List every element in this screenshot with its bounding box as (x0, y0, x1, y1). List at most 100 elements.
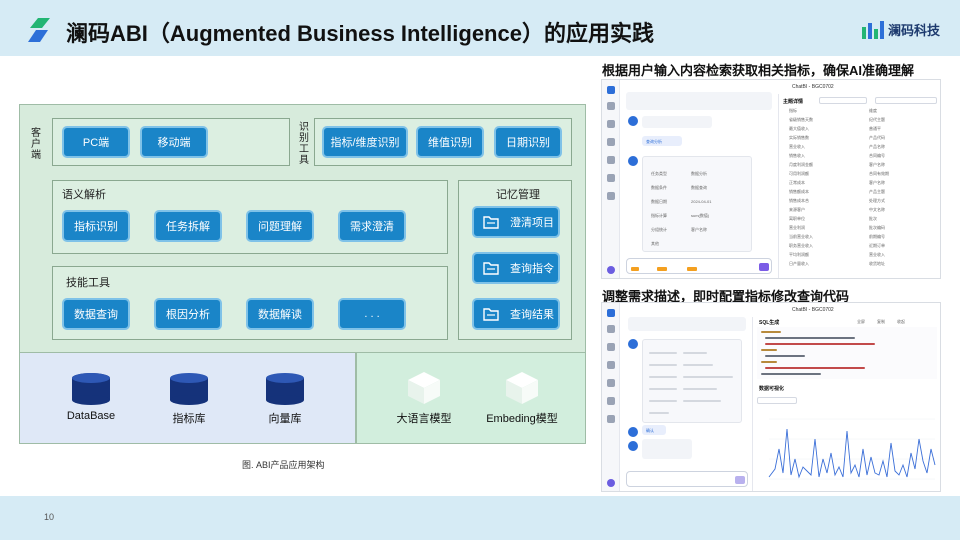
field-value: 客户名称 (691, 227, 707, 232)
list-item[interactable]: 正常成本 (789, 180, 805, 185)
nav-icon[interactable] (607, 325, 615, 333)
user-avatar[interactable] (607, 266, 615, 274)
chat-input[interactable] (626, 258, 772, 274)
question-understanding-button[interactable]: 问题理解 (246, 210, 314, 242)
cube-icon (506, 372, 538, 404)
list-item[interactable]: 收货地址 (869, 261, 885, 266)
list-item[interactable]: 维度 (869, 108, 877, 113)
clarify-requirement-button[interactable]: 需求澄清 (338, 210, 406, 242)
list-item[interactable]: 近期订单 (869, 243, 885, 248)
list-item[interactable]: 营业收入 (789, 144, 805, 149)
nav-icon[interactable] (607, 120, 615, 128)
user-avatar[interactable] (607, 479, 615, 487)
list-item[interactable]: 合同有效期 (869, 171, 889, 176)
list-item[interactable]: 销售成本合 (789, 198, 809, 203)
list-item[interactable]: 实际销售数 (789, 135, 809, 140)
more-skills-button[interactable]: . . . (338, 298, 406, 330)
nav-icon[interactable] (607, 361, 615, 369)
clarify-items-button[interactable]: 澄清项目 (472, 206, 560, 238)
topic-detail-panel: 主题详情 指标省级销售天数最大值收入实际销售数营业收入销售收入月度利润金额可用利… (778, 94, 938, 278)
list-item[interactable]: 省级销售天数 (789, 117, 813, 122)
database-label: DataBase (66, 410, 116, 422)
sql-chart-panel: SQL生成 全屏 复制 收起 数据可视化 (752, 317, 940, 491)
nav-icon[interactable] (607, 102, 615, 110)
list-item[interactable]: 最大值收入 (789, 126, 809, 131)
code-title: SQL生成 (759, 320, 780, 326)
vector-db-label: 向量库 (268, 413, 302, 425)
indicator-recognition-button[interactable]: 指标识别 (62, 210, 130, 242)
chat-input[interactable] (626, 471, 748, 487)
list-item[interactable]: 产品主题 (869, 189, 885, 194)
nav-icon[interactable] (607, 397, 615, 405)
send-icon[interactable] (735, 476, 745, 484)
list-item[interactable]: 处理方式 (869, 198, 885, 203)
bot-message (642, 116, 712, 128)
dimension-value-button[interactable]: 维值识别 (416, 126, 484, 158)
fullscreen-button[interactable]: 全屏 (857, 319, 865, 324)
panel-select[interactable] (819, 97, 867, 104)
collapse-button[interactable]: 收起 (897, 319, 905, 324)
list-item[interactable]: 纪代主题 (869, 117, 885, 122)
list-item[interactable]: 批次 (869, 216, 877, 221)
memory-label: 记忆管理 (496, 189, 540, 201)
bot-avatar (628, 427, 638, 437)
list-item[interactable]: 平均利润额 (789, 252, 809, 257)
pc-button[interactable]: PC端 (62, 126, 130, 158)
list-item[interactable]: 职务营业收入 (789, 243, 813, 248)
nav-icon[interactable] (607, 156, 615, 164)
mobile-button[interactable]: 移动端 (140, 126, 208, 158)
bot-reply-text: 查询分析 (646, 139, 662, 144)
root-cause-button[interactable]: 根因分析 (154, 298, 222, 330)
nav-icon[interactable] (607, 415, 615, 423)
list-item[interactable]: 可用利润额 (789, 171, 809, 176)
indicator-db-label: 指标库 (172, 413, 206, 425)
nav-icon[interactable] (607, 343, 615, 351)
brand-icon (861, 20, 884, 39)
list-item[interactable]: 指标 (789, 108, 797, 113)
page-number: 10 (44, 512, 55, 522)
list-item[interactable]: 客户名称 (869, 162, 885, 167)
indicator-dimension-button[interactable]: 指标/维度识别 (322, 126, 408, 158)
data-interpretation-button[interactable]: 数据解读 (246, 298, 314, 330)
list-item[interactable]: 产品代码 (869, 135, 885, 140)
nav-icon[interactable] (607, 192, 615, 200)
list-item[interactable]: 普通平 (869, 126, 881, 131)
list-item[interactable]: 月度利润金额 (789, 162, 813, 167)
copy-button[interactable]: 复制 (877, 319, 885, 324)
send-icon[interactable] (759, 263, 769, 271)
list-item[interactable]: 当前营业收入 (789, 234, 813, 239)
app-sidebar (602, 303, 620, 491)
list-item[interactable]: 合同编号 (869, 153, 885, 158)
field-value: 数据分析 (691, 171, 707, 176)
data-query-button[interactable]: 数据查询 (62, 298, 130, 330)
list-item[interactable]: 客户名称 (869, 180, 885, 185)
list-item[interactable]: 日产量收入 (789, 261, 809, 266)
list-item[interactable]: 营业收入 (869, 252, 885, 257)
query-result-button[interactable]: 查询结果 (472, 298, 560, 330)
query-command-button[interactable]: 查询指令 (472, 252, 560, 284)
panel-search-input[interactable] (875, 97, 937, 104)
list-item[interactable]: 营业利润 (789, 225, 805, 230)
bot-avatar (628, 339, 638, 349)
list-item[interactable]: 来源客户 (789, 207, 805, 212)
query-result-label: 查询结果 (510, 309, 554, 321)
list-item[interactable]: 前期编号 (869, 234, 885, 239)
nav-icon[interactable] (607, 138, 615, 146)
footer-bar: 10 (0, 496, 960, 540)
right-top-title: 根据用户输入内容检索获取相关指标，确保AI准确理解 (602, 63, 915, 78)
chart-type-select[interactable] (757, 397, 797, 404)
list-item[interactable]: 产品名称 (869, 144, 885, 149)
bot-message (642, 439, 692, 459)
list-item[interactable]: 批次编码 (869, 225, 885, 230)
list-item[interactable]: 销售收入 (789, 153, 805, 158)
list-item[interactable]: 离职单位 (789, 216, 805, 221)
date-recognition-button[interactable]: 日期识别 (494, 126, 562, 158)
clarify-items-label: 澄清项目 (510, 217, 554, 229)
database-icon (72, 373, 110, 405)
nav-icon[interactable] (607, 379, 615, 387)
nav-icon[interactable] (607, 174, 615, 182)
task-split-button[interactable]: 任务拆解 (154, 210, 222, 242)
list-item[interactable]: 销售额成本 (789, 189, 809, 194)
bot-avatar (628, 116, 638, 126)
list-item[interactable]: 中文名称 (869, 207, 885, 212)
